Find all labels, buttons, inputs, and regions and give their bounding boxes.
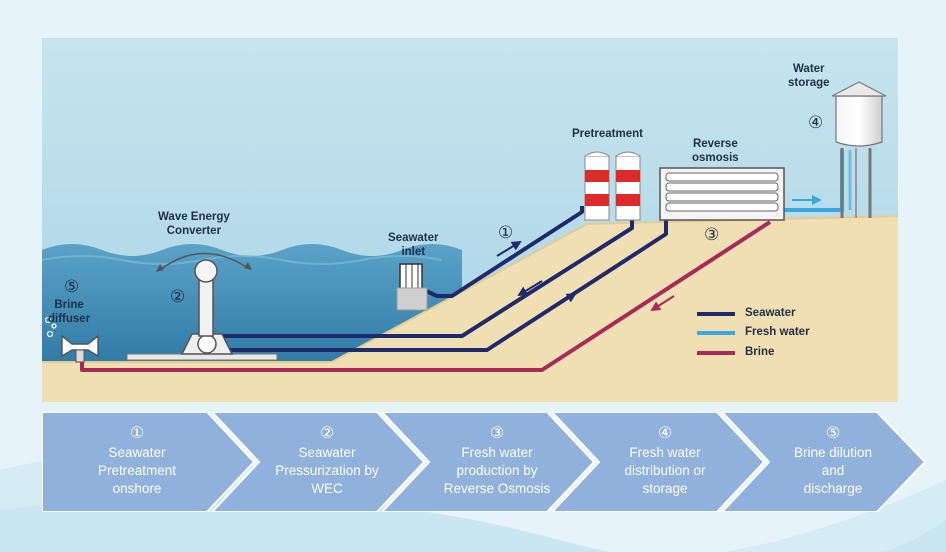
brine-pipe bbox=[80, 220, 772, 372]
step-3-number: ③ bbox=[489, 423, 505, 442]
reverse-osmosis-unit-icon bbox=[659, 167, 785, 221]
pretreatment-tanks-icon bbox=[584, 151, 641, 221]
label-wave-energy-converter: Wave Energy Converter bbox=[158, 210, 230, 238]
water-storage-tower-icon bbox=[831, 81, 887, 218]
label-inlet-line2: inlet bbox=[401, 246, 426, 258]
step-shape-4 bbox=[550, 412, 766, 512]
seawater-pipe-to-ro bbox=[217, 218, 668, 352]
label-reverse-osmosis-line1: Reverse bbox=[692, 138, 738, 150]
seawater-pipe-to-wec bbox=[217, 218, 634, 338]
step-shape-5 bbox=[720, 412, 927, 512]
step-5-number: ⑤ bbox=[825, 423, 841, 442]
label-water-storage: Water storage bbox=[788, 62, 830, 90]
legend-label-fresh-water: Fresh water bbox=[745, 326, 810, 338]
wave-energy-converter-icon bbox=[126, 252, 278, 361]
step-2-number: ② bbox=[319, 423, 335, 442]
label-diffuser-line1: Brine bbox=[54, 299, 84, 311]
process-steps-shapes bbox=[42, 412, 927, 512]
step-4-number: ④ bbox=[657, 423, 673, 442]
label-diffuser-line2: diffuser bbox=[48, 313, 91, 325]
step-shape-2 bbox=[210, 412, 426, 512]
step-1-number: ① bbox=[129, 423, 145, 442]
marker-step-1: ① bbox=[498, 223, 514, 243]
legend-label-seawater: Seawater bbox=[745, 307, 796, 319]
label-wec-line1: Wave Energy bbox=[158, 211, 230, 223]
sand bbox=[42, 216, 898, 402]
step-shape-3 bbox=[380, 412, 596, 512]
label-water-storage-line1: Water bbox=[793, 63, 825, 75]
step-shape-1 bbox=[42, 412, 256, 512]
label-pretreatment: Pretreatment bbox=[572, 128, 643, 140]
brine-diffuser-icon bbox=[44, 316, 99, 363]
label-reverse-osmosis: Reverse osmosis bbox=[692, 137, 739, 165]
seawater-pipe-intake bbox=[423, 206, 584, 298]
label-reverse-osmosis-line2: osmosis bbox=[692, 152, 739, 164]
seawater-inlet-icon bbox=[396, 263, 428, 311]
label-inlet-line1: Seawater bbox=[388, 232, 439, 244]
marker-step-3: ③ bbox=[704, 225, 720, 245]
label-wec-line2: Converter bbox=[166, 225, 222, 237]
marker-step-4: ④ bbox=[808, 113, 824, 133]
label-seawater-inlet: Seawater inlet bbox=[388, 231, 439, 259]
legend-label-brine: Brine bbox=[745, 346, 775, 358]
diagram-scene bbox=[42, 38, 898, 402]
label-water-storage-line2: storage bbox=[788, 77, 830, 89]
desalination-diagram: Water storage Pretreatment Reverse osmos… bbox=[42, 38, 898, 402]
marker-step-2: ② bbox=[170, 287, 186, 307]
label-brine-diffuser: Brine diffuser bbox=[48, 298, 90, 326]
marker-step-5: ⑤ bbox=[64, 277, 80, 297]
